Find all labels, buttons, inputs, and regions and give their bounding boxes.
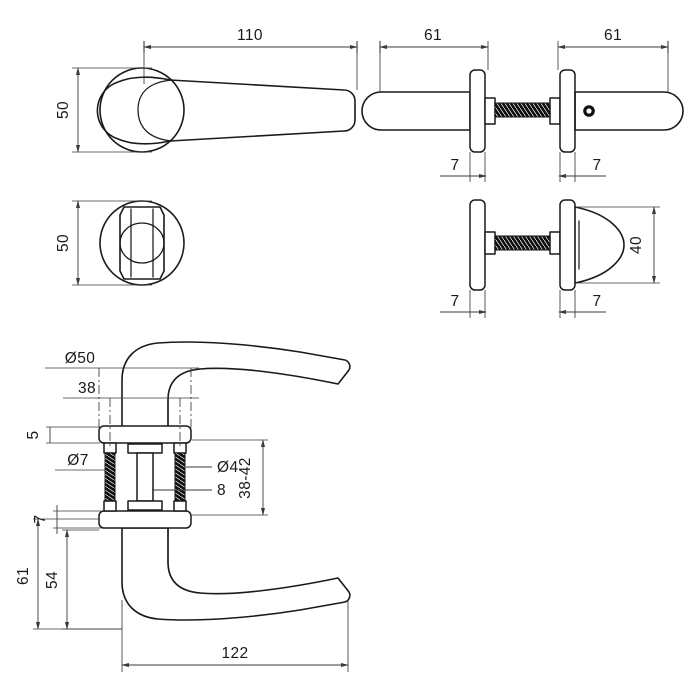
turn-rosette-circle [99, 200, 185, 286]
view-middle-right-turn-section: 40 7 7 [440, 199, 660, 318]
bottom-lower-lever-outline [121, 527, 351, 621]
dimension-label-40: 40 [628, 236, 645, 254]
right-lever-section-body [574, 91, 684, 131]
dimension-8: 8 [152, 482, 226, 499]
right-rosette-plate [559, 69, 576, 153]
spindle-top-flange [127, 443, 163, 454]
dimension-40: 40 [576, 206, 660, 284]
dimension-38: 38 [63, 380, 199, 446]
view-top-right-lever-section: 61 61 7 7 [361, 27, 684, 182]
dimension-label-110: 110 [237, 27, 263, 44]
turn-right-rosette-plate [559, 199, 576, 291]
dimension-7-middle-left: 7 [440, 290, 487, 318]
left-spindle-collar [484, 97, 496, 125]
dimension-label-dia4: Ø4 [217, 459, 238, 476]
turn-inner-oval [119, 222, 165, 264]
dimension-61-right: 61 [557, 27, 669, 92]
left-rosette-plate [469, 69, 486, 153]
bottom-lower-lever-inner-line [167, 527, 201, 594]
dimension-61-bottom: 61 [15, 518, 122, 630]
threaded-spindle [494, 102, 551, 118]
turn-knob-profile [574, 206, 625, 284]
bottom-upper-lever-inner-line [167, 368, 201, 435]
dimension-61-left: 61 [379, 27, 489, 92]
spindle-shaft [136, 452, 154, 502]
view-bottom-mounting-section: Ø50 38 5 Ø7 Ø4 [15, 341, 351, 672]
dimension-label-122: 122 [221, 645, 248, 662]
right-bolt-bottom-collar [173, 500, 187, 512]
bottom-bottom-rosette-plate [98, 510, 192, 529]
dimension-label-50-top: 50 [55, 101, 72, 119]
dimension-label-7-middle-right: 7 [592, 293, 601, 310]
dimension-5: 5 [25, 426, 100, 444]
dimension-7-middle-right: 7 [558, 290, 606, 318]
dimension-50-middle: 50 [55, 200, 152, 286]
dimension-label-50-middle: 50 [55, 234, 72, 252]
dimension-label-8: 8 [217, 482, 226, 499]
dimension-label-dia50: Ø50 [65, 350, 96, 367]
dimension-7-top-right: 7 [558, 152, 606, 182]
dimension-label-61-right: 61 [604, 27, 622, 44]
spindle-bottom-flange [127, 500, 163, 511]
turn-left-rosette-plate [469, 199, 486, 291]
dimension-label-7-middle-left: 7 [450, 293, 459, 310]
dimension-label-38-42: 38-42 [237, 457, 254, 499]
dimension-50-top: 50 [55, 67, 152, 153]
dimension-110: 110 [143, 27, 358, 90]
dimension-label-5: 5 [25, 430, 42, 439]
turn-left-collar [484, 231, 496, 255]
dimension-38-42: 38-42 [192, 439, 268, 516]
dimension-label-dia7: Ø7 [67, 452, 88, 469]
dimension-dia4: Ø4 [186, 459, 238, 476]
lever-body-outline [96, 76, 356, 145]
right-spindle-collar [549, 97, 561, 125]
turn-threaded-spindle [494, 235, 551, 251]
left-lever-section-body [361, 91, 471, 131]
turn-knob-body [119, 206, 165, 280]
bottom-upper-lever-outline [121, 341, 351, 435]
bottom-top-rosette-plate [98, 425, 192, 444]
dimension-54: 54 [44, 529, 122, 630]
view-top-left-lever-front: 110 50 [55, 27, 358, 153]
turn-right-collar [549, 231, 561, 255]
view-middle-left-turn-front: 50 [55, 200, 185, 286]
dimension-7-top-left: 7 [440, 152, 487, 182]
dimension-label-54: 54 [44, 571, 61, 589]
dimension-label-7-top-left: 7 [450, 157, 459, 174]
dimension-label-7-top-right: 7 [592, 157, 601, 174]
dimension-122: 122 [121, 600, 349, 672]
left-bolt-bottom-collar [103, 500, 117, 512]
dimension-label-61-bottom: 61 [15, 567, 32, 585]
dimension-label-38: 38 [78, 380, 96, 397]
lever-neck-arc [137, 79, 173, 142]
dimension-dia7: Ø7 [55, 452, 116, 485]
dimension-label-61-left: 61 [424, 27, 442, 44]
grub-screw-hole [583, 105, 595, 117]
